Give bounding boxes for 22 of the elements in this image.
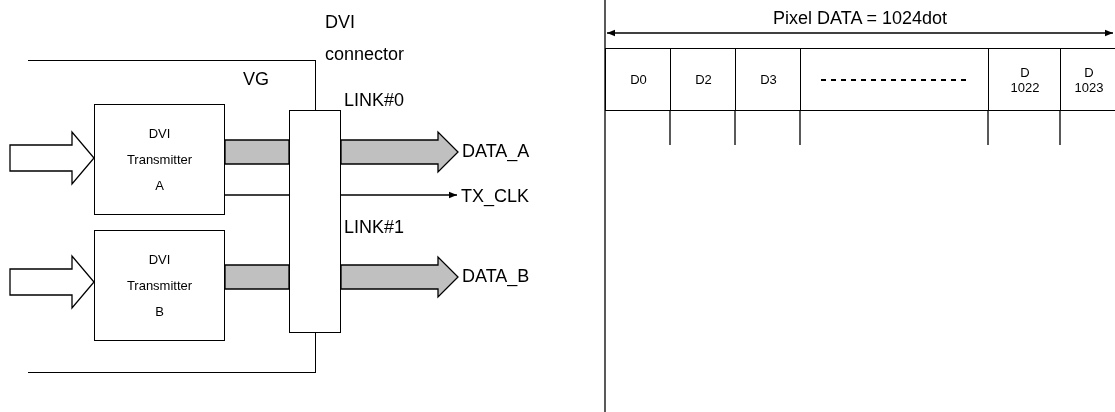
arrow	[340, 191, 458, 199]
connector-label: DVI connector	[325, 11, 405, 66]
signal-label: DATA_A	[462, 141, 530, 161]
wide-arrow	[9, 130, 95, 186]
transmitter-box: DVI Transmitter B	[94, 230, 225, 341]
table-cell: D2	[670, 48, 736, 111]
board-label: VG	[243, 69, 269, 89]
table-cell: D0	[605, 48, 671, 111]
wide-arrow	[224, 264, 290, 290]
table-cell: D 1023	[1060, 48, 1115, 111]
table-cell: D3	[735, 48, 801, 111]
signal-label: DATA_B	[462, 266, 530, 286]
wide-arrow	[9, 254, 95, 310]
table-cell: D 1022	[988, 48, 1061, 111]
transmitter-box: DVI Transmitter A	[94, 104, 225, 215]
signal-label: TX_CLK	[461, 186, 530, 206]
wide-arrow	[224, 139, 290, 165]
dimension-label: Pixel DATA = 1024dot	[773, 8, 947, 28]
line	[224, 194, 290, 196]
wide-arrow	[340, 130, 459, 174]
wide-arrow	[340, 255, 459, 299]
board-outline	[28, 60, 316, 373]
